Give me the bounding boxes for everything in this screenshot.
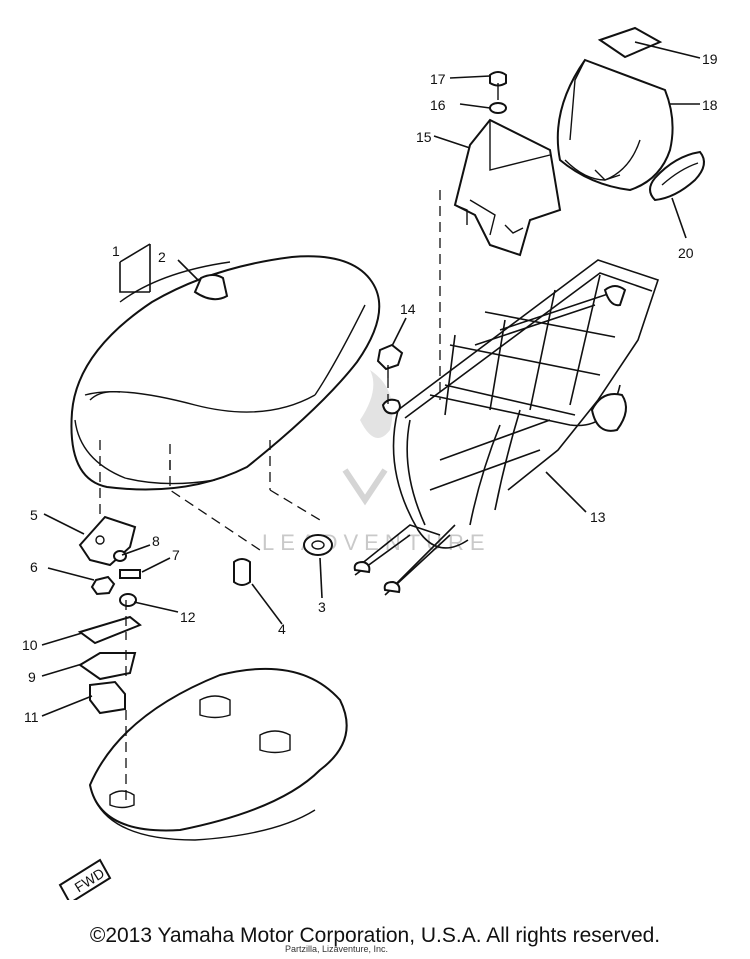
hinge-bracket [78, 515, 137, 567]
callout-5: 5 [30, 507, 38, 523]
seat [70, 255, 381, 491]
watermark: LEADVENTURE [262, 370, 491, 555]
collar-8 [113, 550, 127, 562]
cover-plate [597, 26, 663, 59]
callouts: 1 2 3 4 5 6 7 8 9 10 11 12 13 14 15 16 1… [22, 51, 718, 725]
callout-15: 15 [416, 129, 432, 145]
callout-7: 7 [172, 547, 180, 563]
cover [556, 58, 674, 192]
callout-2: 2 [158, 249, 166, 265]
latch-11 [89, 680, 126, 715]
callout-9: 9 [28, 669, 36, 685]
assembly-lines [99, 190, 441, 800]
callout-10: 10 [22, 637, 38, 653]
leader-lines [41, 41, 701, 717]
callout-13: 13 [590, 509, 606, 525]
lock-plate-10 [77, 615, 142, 645]
callout-20: 20 [678, 245, 694, 261]
callout-8: 8 [152, 533, 160, 549]
parts-diagram: LEADVENTURE [22, 26, 718, 900]
damper-4 [233, 558, 251, 586]
frame [353, 259, 660, 596]
callout-14: 14 [400, 301, 416, 317]
seat-cap [193, 274, 229, 301]
bolt-7 [119, 569, 141, 579]
hinge-9 [78, 652, 137, 681]
watermark-text: LEADVENTURE [262, 530, 491, 555]
callout-4: 4 [278, 621, 286, 637]
callout-11: 11 [24, 709, 39, 725]
callout-16: 16 [430, 97, 446, 113]
callout-17: 17 [430, 71, 446, 87]
damper-3 [303, 534, 333, 556]
callout-18: 18 [702, 97, 718, 113]
fwd-tag: FWD [58, 858, 112, 900]
gasket [649, 150, 705, 202]
bracket [453, 118, 562, 257]
nut-6 [90, 575, 116, 596]
tank [88, 667, 348, 841]
small-print: Partzilla, Lizaventure, Inc. [285, 944, 389, 954]
frame-nut [376, 343, 404, 378]
callout-19: 19 [702, 51, 718, 67]
bolt-and-washer [489, 71, 507, 114]
copyright-notice: ©2013 Yamaha Motor Corporation, U.S.A. A… [89, 924, 661, 947]
callout-1: 1 [112, 243, 120, 259]
damper-12 [119, 593, 137, 607]
callout-3: 3 [318, 599, 326, 615]
callout-6: 6 [30, 559, 38, 575]
callout-12: 12 [180, 609, 196, 625]
